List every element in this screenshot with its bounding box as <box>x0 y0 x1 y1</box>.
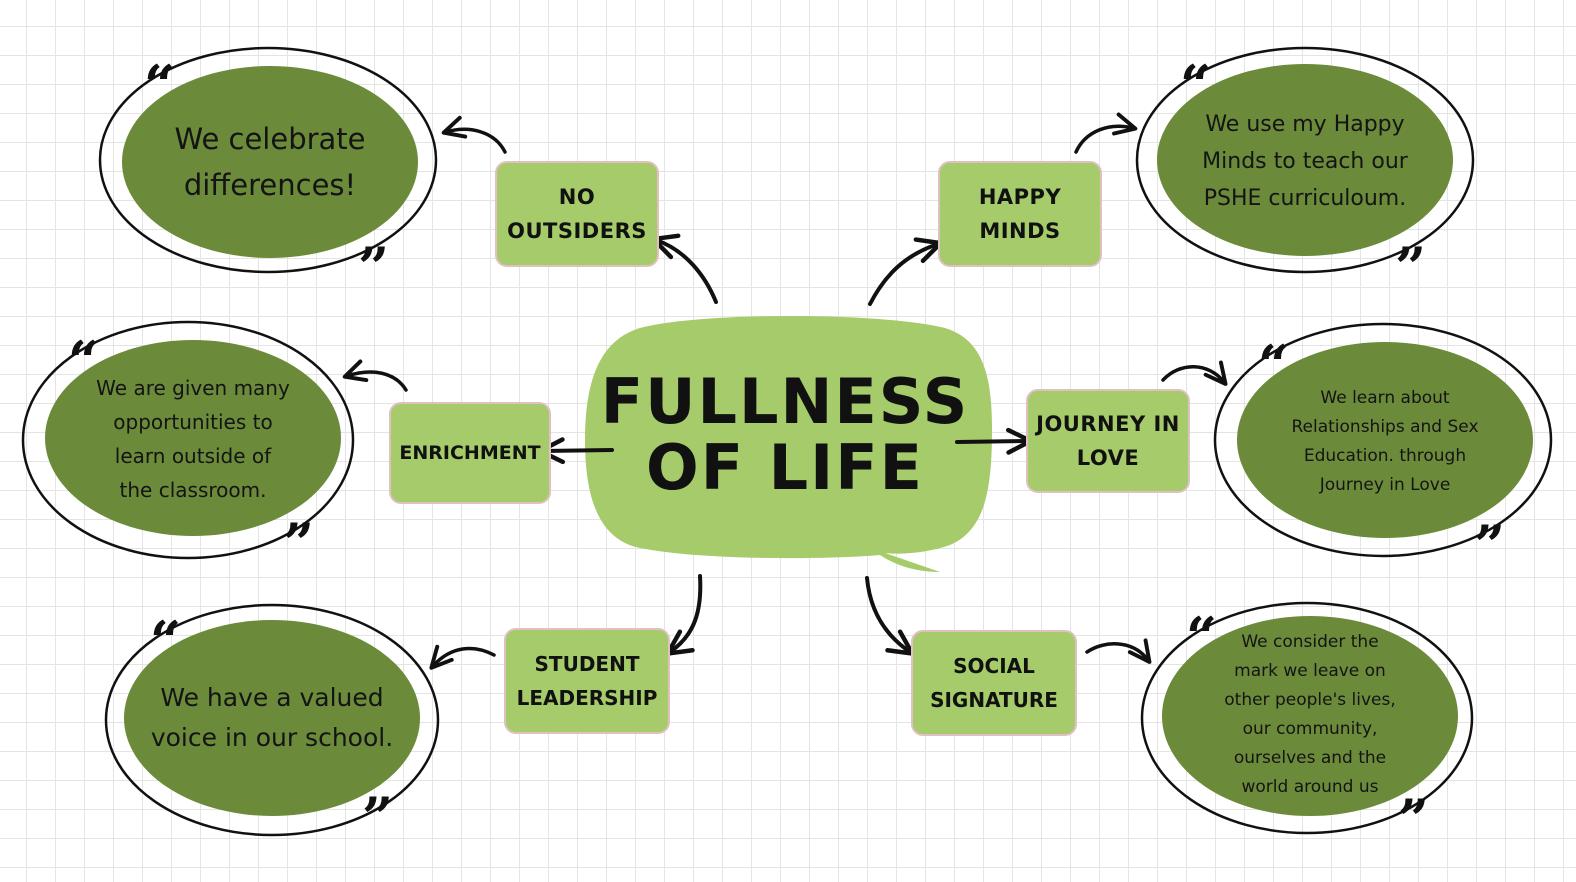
topic-no-outsiders: NO OUTSIDERS <box>495 161 659 267</box>
close-quote-icon: ” <box>362 785 394 849</box>
close-quote-icon: ” <box>1395 235 1427 299</box>
arrow-center-to-no-outsiders <box>651 233 718 304</box>
topic-enrichment: ENRICHMENT <box>389 402 551 504</box>
close-quote-icon: ” <box>1474 513 1506 577</box>
ellipse-enrichment <box>21 320 355 560</box>
arrow-enrichment-to-quote <box>342 359 408 392</box>
quote-line: Minds to teach our <box>1202 149 1408 174</box>
topic-label-line: JOURNEY IN <box>1036 412 1180 436</box>
arrow-center-to-happy-minds <box>868 237 943 306</box>
quote-line: learn outside of <box>114 444 272 468</box>
open-quote-icon: “ <box>1258 333 1290 397</box>
topic-label-line: SOCIAL <box>953 654 1035 678</box>
close-quote-icon: ” <box>358 235 390 299</box>
topic-social-signature: SOCIAL SIGNATURE <box>911 630 1077 736</box>
quote-no-outsiders: We celebrate differences! <box>140 112 400 212</box>
arrow-center-to-enrichment <box>537 437 614 465</box>
quote-line: world around us <box>1241 777 1379 797</box>
ellipse-journey-in-love <box>1213 322 1553 558</box>
quote-line: Education. through <box>1303 446 1467 466</box>
quote-line: ourselves and the <box>1233 748 1387 768</box>
arrow-center-to-journey-in-love <box>955 427 1034 455</box>
quote-line: Journey in Love <box>1319 475 1451 495</box>
quote-line: our community, <box>1242 719 1378 739</box>
topic-student-leadership: STUDENT LEADERSHIP <box>504 628 670 734</box>
center-speech-bubble <box>585 316 992 572</box>
arrow-social-signature-to-quote <box>1085 638 1152 664</box>
topic-happy-minds: HAPPY MINDS <box>938 161 1102 267</box>
quote-line: differences! <box>183 168 357 202</box>
quote-line: voice in our school. <box>150 723 394 752</box>
arrow-happy-minds-to-quote <box>1074 112 1138 154</box>
open-quote-icon: “ <box>144 53 176 117</box>
ellipse-no-outsiders <box>98 46 438 274</box>
quote-line: mark we leave on <box>1234 661 1386 681</box>
quote-line: We have a valued <box>160 683 384 712</box>
quote-line: Relationships and Sex <box>1291 417 1479 437</box>
quote-line: We are given many <box>96 376 290 400</box>
topic-label-line: NO <box>558 185 596 209</box>
quote-journey-in-love: We learn about Relationships and Sex Edu… <box>1250 382 1520 502</box>
topic-label-line: STUDENT <box>534 652 640 676</box>
quote-line: the classroom. <box>119 478 267 502</box>
topic-label-line: LEADERSHIP <box>516 686 658 710</box>
quote-line: opportunities to <box>113 410 273 434</box>
arrow-center-to-social-signature <box>865 576 915 656</box>
open-quote-icon: “ <box>150 609 182 673</box>
open-quote-icon: “ <box>68 329 100 393</box>
center-title-line-2: OF LIFE <box>646 431 924 504</box>
close-quote-icon: ” <box>1398 787 1430 851</box>
topic-label-line: ENRICHMENT <box>399 442 541 464</box>
arrow-student-leadership-to-quote <box>429 644 496 670</box>
quote-happy-minds: We use my Happy Minds to teach our PSHE … <box>1170 104 1440 219</box>
topic-journey-in-love: JOURNEY IN LOVE <box>1026 389 1190 493</box>
topic-label-line: OUTSIDERS <box>507 219 647 243</box>
topic-label-line: SIGNATURE <box>930 688 1058 712</box>
arrow-no-outsiders-to-quote <box>441 115 507 154</box>
quote-line: other people's lives, <box>1224 690 1396 710</box>
quote-student-leadership: We have a valued voice in our school. <box>132 675 412 761</box>
center-title: FULLNESS OF LIFE <box>600 360 970 510</box>
open-quote-icon: “ <box>1180 53 1212 117</box>
topic-label-line: HAPPY MINDS <box>978 185 1062 243</box>
arrow-journey-in-love-to-quote <box>1161 360 1228 386</box>
center-title-line-1: FULLNESS <box>600 365 970 438</box>
ellipse-happy-minds <box>1135 46 1475 274</box>
quote-line: We use my Happy <box>1205 112 1405 137</box>
ellipse-social-signature <box>1140 601 1474 835</box>
arrow-center-to-student-leadership <box>665 574 703 656</box>
quote-social-signature: We consider the mark we leave on other p… <box>1190 628 1430 802</box>
close-quote-icon: ” <box>283 511 315 575</box>
quote-line: We learn about <box>1320 388 1450 408</box>
open-quote-icon: “ <box>1186 605 1218 669</box>
quote-line: We celebrate <box>174 122 366 156</box>
quote-enrichment: We are given many opportunities to learn… <box>63 370 323 508</box>
ellipse-student-leadership <box>104 603 440 837</box>
quote-line: PSHE curriculoum. <box>1203 186 1407 211</box>
quote-line: We consider the <box>1241 632 1379 652</box>
topic-label-line: LOVE <box>1076 446 1140 470</box>
